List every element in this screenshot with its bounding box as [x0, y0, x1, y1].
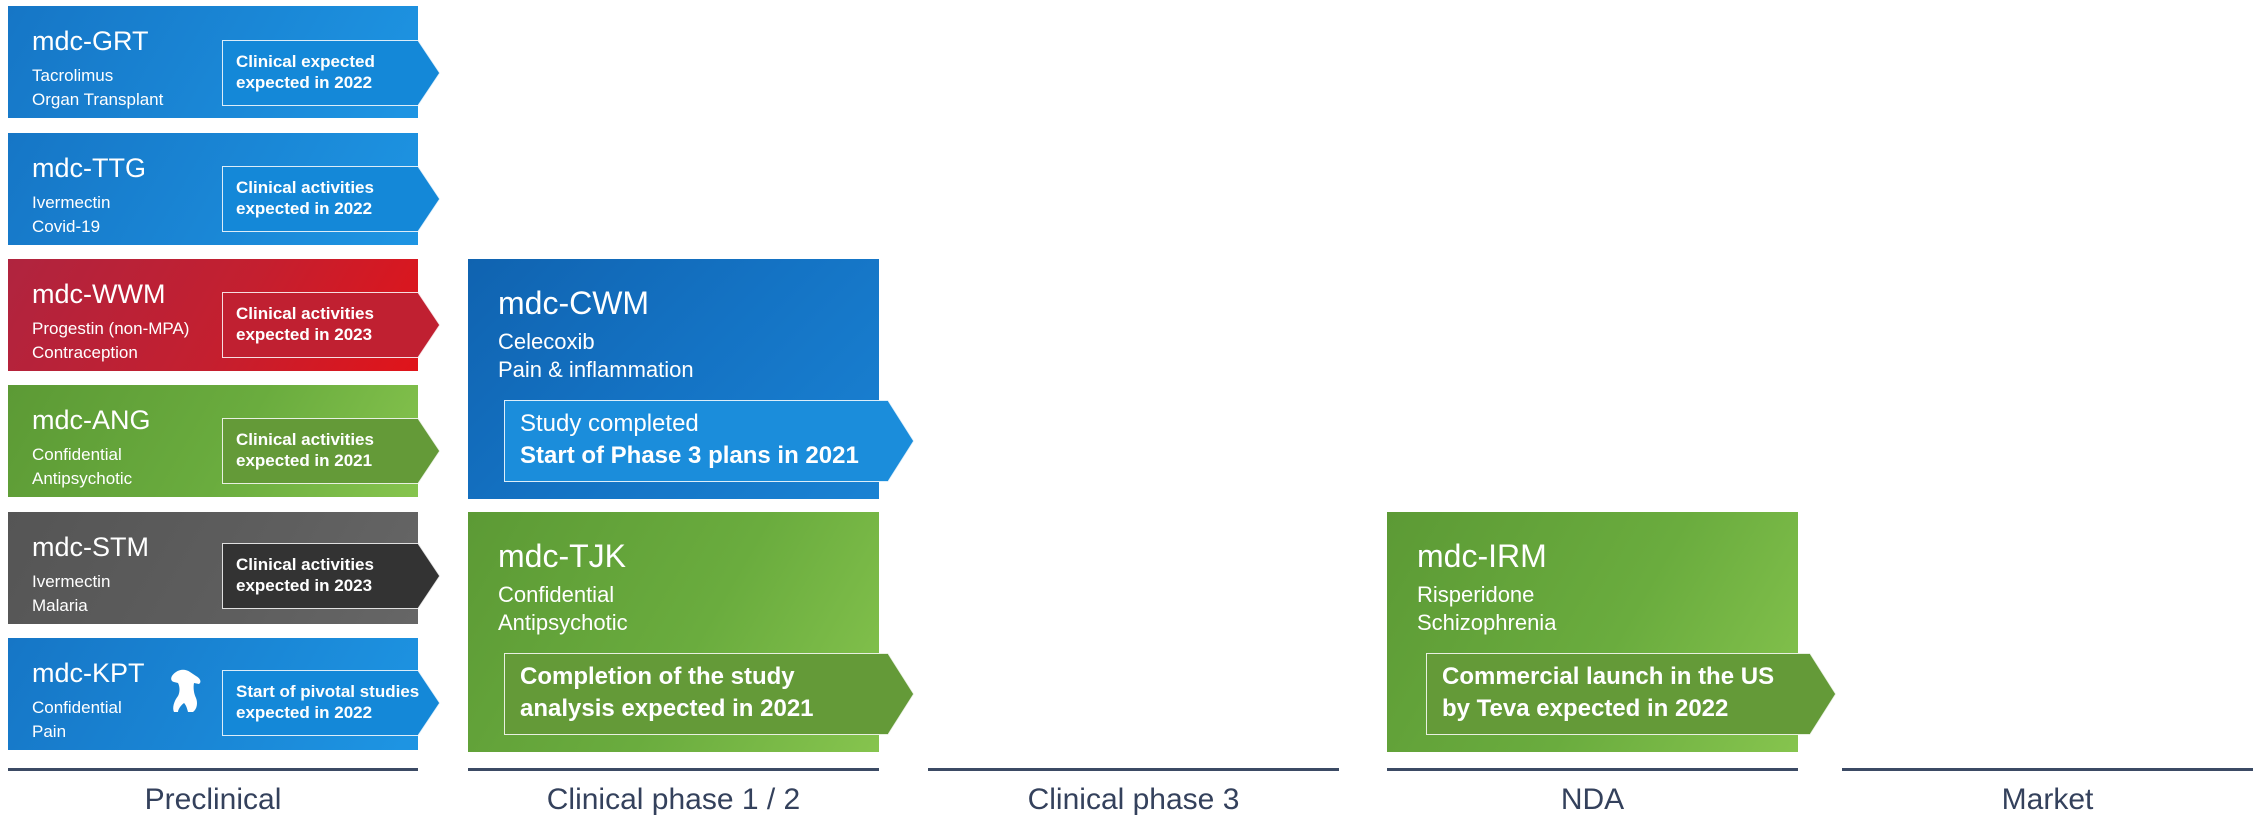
phase-divider-clinical-1-2	[468, 768, 879, 771]
card-code: mdc-TJK	[498, 538, 626, 574]
phase-divider-nda	[1387, 768, 1798, 771]
milestone-text: Commercial launch in the US	[1442, 663, 1775, 690]
milestone-text: Clinical activities	[236, 304, 374, 323]
milestone-text: Start of Phase 3 plans in 2021	[520, 442, 859, 469]
phase-label-preclinical: Preclinical	[144, 783, 282, 816]
milestone-text: expected in 2023	[236, 325, 373, 344]
milestone-text: expected in 2021	[236, 451, 373, 470]
milestone-arrow-kpt: Start of pivotal studies expected in 202…	[222, 670, 440, 736]
milestone-text: expected in 2022	[236, 199, 373, 218]
milestone-arrow-wwm: Clinical activities expected in 2023	[222, 292, 440, 358]
card-substance: Ivermectin	[32, 193, 111, 212]
milestone-text: Completion of the study	[520, 663, 795, 690]
milestone-text: Clinical activities	[236, 430, 374, 449]
milestone-text: Clinical activities	[236, 178, 374, 197]
card-substance: Confidential	[32, 445, 122, 464]
milestone-text: expected in 2022	[236, 73, 373, 92]
card-indication: Malaria	[32, 596, 88, 615]
dog-icon	[171, 669, 201, 712]
milestone-arrow-tjk: Completion of the study analysis expecte…	[504, 653, 914, 735]
phase-label-market: Market	[2001, 783, 2094, 816]
milestone-text: Study completed	[520, 410, 699, 437]
milestone-text: Clinical activities	[236, 555, 374, 574]
card-code: mdc-ANG	[32, 405, 151, 435]
card-substance: Progestin (non-MPA)	[32, 319, 190, 338]
milestone-arrow-ang: Clinical activities expected in 2021	[222, 418, 440, 484]
milestone-text: expected in 2022	[236, 703, 373, 722]
card-indication: Contraception	[32, 343, 138, 362]
card-substance: Celecoxib	[498, 329, 595, 354]
card-code: mdc-IRM	[1417, 538, 1547, 574]
card-code: mdc-STM	[32, 532, 149, 562]
phase-divider-preclinical	[8, 768, 418, 771]
card-substance: Confidential	[498, 582, 615, 607]
phase-label-clinical-3: Clinical phase 3	[1027, 783, 1240, 816]
card-indication: Organ Transplant	[32, 90, 164, 109]
milestone-arrow-stm: Clinical activities expected in 2023	[222, 543, 440, 609]
card-indication: Pain & inflammation	[498, 357, 694, 382]
card-code: mdc-TTG	[32, 153, 146, 183]
card-code: mdc-WWM	[32, 279, 166, 309]
card-indication: Antipsychotic	[32, 469, 133, 488]
card-substance: Ivermectin	[32, 572, 111, 591]
card-substance: Tacrolimus	[32, 66, 114, 85]
card-code: mdc-CWM	[498, 285, 650, 321]
milestone-text: Clinical expected	[236, 52, 375, 71]
card-indication: Schizophrenia	[1417, 610, 1557, 635]
card-code: mdc-KPT	[32, 658, 145, 688]
card-code: mdc-GRT	[32, 26, 149, 56]
phase-label-clinical-1-2: Clinical phase 1 / 2	[546, 783, 801, 816]
milestone-arrow-cwm: Study completed Start of Phase 3 plans i…	[504, 400, 914, 482]
card-substance: Confidential	[32, 698, 122, 717]
card-substance: Risperidone	[1417, 582, 1535, 607]
milestone-text: Start of pivotal studies	[236, 682, 420, 701]
phase-label-nda: NDA	[1560, 783, 1625, 816]
card-indication: Covid-19	[32, 217, 101, 236]
milestone-arrow-ttg: Clinical activities expected in 2022	[222, 166, 440, 232]
milestone-arrow-grt: Clinical expected expected in 2022	[222, 40, 440, 106]
milestone-arrow-irm: Commercial launch in the US by Teva expe…	[1426, 653, 1836, 735]
phase-divider-clinical-3	[928, 768, 1339, 771]
card-indication: Pain	[32, 722, 67, 741]
milestone-text: expected in 2023	[236, 576, 373, 595]
card-indication: Antipsychotic	[498, 610, 628, 635]
milestone-text: by Teva expected in 2022	[1442, 695, 1729, 722]
milestone-text: analysis expected in 2021	[520, 695, 814, 722]
phase-divider-market	[1842, 768, 2253, 771]
